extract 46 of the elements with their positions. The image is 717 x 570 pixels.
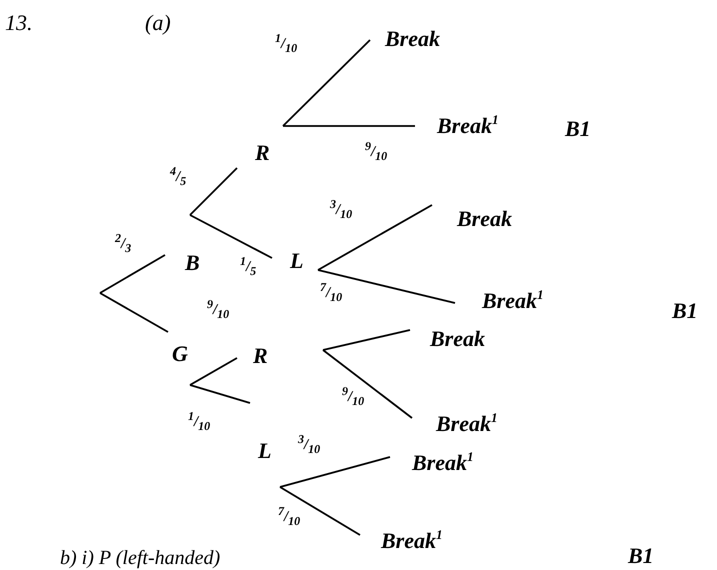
branch-line — [322, 349, 413, 419]
outcome-label: Break$^{1}$ — [381, 530, 442, 552]
item-number: 13. — [5, 12, 32, 34]
probability-label: $^{9}$/$_{10}$ — [207, 298, 230, 320]
branch-line — [280, 486, 360, 536]
probability-label: $^{1}$/$_{5}$ — [240, 255, 256, 277]
probability-label: $^{2}$/$_{3}$ — [115, 232, 132, 254]
branch-line — [190, 384, 250, 404]
outcome-label: R — [253, 345, 268, 367]
branch-line — [318, 204, 432, 271]
mark-label: B1 — [565, 118, 591, 140]
branch-line — [322, 329, 410, 351]
outcome-label: B — [185, 252, 200, 274]
branch-line — [280, 456, 390, 488]
branch-line — [189, 167, 238, 216]
branch-line — [282, 39, 371, 127]
branch-line — [190, 357, 238, 386]
outcome-label: G — [172, 343, 188, 365]
probability-label: $^{9}$/$_{10}$ — [365, 140, 388, 162]
probability-label: $^{7}$/$_{10}$ — [278, 505, 300, 527]
outcome-label: Break — [385, 28, 440, 50]
outcome-label: Break$^{1}$ — [482, 290, 544, 312]
outcome-label: Break$^{1}$ — [436, 413, 498, 435]
outcome-label: R — [255, 142, 270, 164]
branch-line — [318, 269, 456, 304]
outcome-label: L — [290, 250, 304, 272]
mark-label: B1 — [628, 545, 654, 567]
branch-line — [190, 214, 272, 259]
outcome-label: Break — [430, 328, 485, 350]
probability-label: $^{9}$/$_{10}$ — [342, 385, 364, 407]
part-label: (a) — [145, 12, 171, 34]
probability-label: $^{3}$/$_{10}$ — [330, 198, 352, 220]
probability-label: $^{3}$/$_{10}$ — [298, 433, 320, 455]
outcome-label: L — [258, 440, 272, 462]
question-text: b) i) P (left-handed) — [60, 548, 220, 568]
branch-line — [100, 292, 168, 333]
branch-line — [100, 254, 166, 294]
outcome-label: Break$^{1}$ — [412, 452, 474, 474]
probability-label: $^{7}$/$_{10}$ — [320, 281, 342, 303]
probability-label: $^{4}$/$_{5}$ — [170, 165, 186, 187]
probability-label: $^{1}$/$_{10}$ — [275, 32, 298, 54]
branch-line — [283, 125, 415, 127]
mark-label: B1 — [672, 300, 698, 322]
probability-label: $^{1}$/$_{10}$ — [188, 410, 210, 432]
outcome-label: Break$^{1}$ — [437, 115, 498, 137]
outcome-label: Break — [457, 208, 512, 230]
